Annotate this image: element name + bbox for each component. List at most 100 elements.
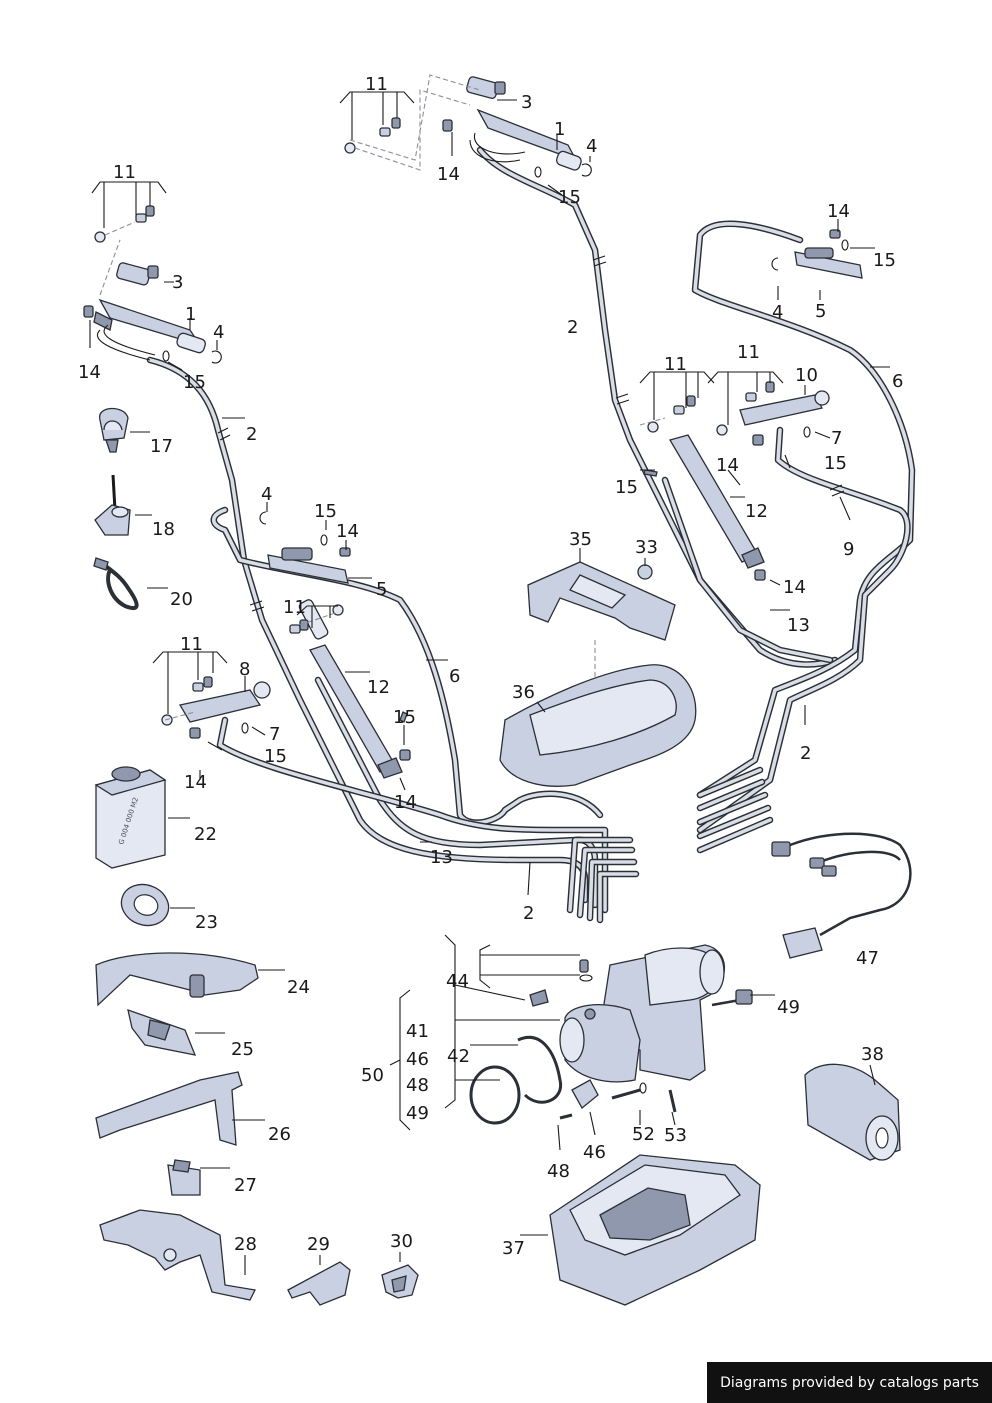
callout-13: 13 [787,615,810,636]
callout-7: 7 [269,724,280,745]
callout-15: 15 [824,453,847,474]
callout-14: 14 [78,362,101,383]
callout-20: 20 [170,589,193,610]
callout-24: 24 [287,977,310,998]
callout-44: 44 [446,971,469,992]
clip-27 [167,1159,201,1196]
callout-14: 14 [184,772,207,793]
pipe-bundle-left [566,836,640,924]
callout-14: 14 [716,455,739,476]
callout-47: 47 [856,948,879,969]
callout-30: 30 [390,1231,413,1252]
callout-11: 11 [180,634,203,655]
callout-25: 25 [231,1039,254,1060]
bracket-18 [94,474,131,536]
callout-48: 48 [547,1161,570,1182]
actuator-1-left [93,298,206,361]
callout-7: 7 [831,428,842,449]
callout-4: 4 [772,302,783,323]
bracket-28 [99,1209,256,1301]
callout-3: 3 [521,92,532,113]
valve-3-top [466,76,506,99]
callout-14: 14 [336,521,359,542]
callout-numbers: 11 3 1 4 14 15 2 11 3 1 4 14 15 2 17 18 … [78,74,903,1259]
callout-14: 14 [827,201,850,222]
callout-6: 6 [449,666,460,687]
assembly-guides [99,74,666,721]
valve-8 [178,681,271,723]
callout-29: 29 [307,1234,330,1255]
callout-9: 9 [843,539,854,560]
callout-23: 23 [195,912,218,933]
bracket-35 [527,561,676,641]
pump-motor-unit [469,944,753,1125]
callout-41: 41 [406,1021,429,1042]
clip-29 [287,1261,351,1306]
callout-13: 13 [430,847,453,868]
callout-8: 8 [239,659,250,680]
callout-15: 15 [183,372,206,393]
callout-52: 52 [632,1124,655,1145]
cylinder-12-right [669,434,765,569]
callout-11: 11 [283,597,306,618]
callout-38: 38 [861,1044,884,1065]
small-hardware [83,117,849,761]
callout-26: 26 [268,1124,291,1145]
actuator-1-top [469,108,582,171]
callout-2: 2 [567,317,578,338]
bracket-26 [95,1071,243,1146]
callout-18: 18 [152,519,175,540]
callout-6: 6 [892,371,903,392]
callout-14: 14 [437,164,460,185]
callout-15: 15 [314,501,337,522]
fluid-container-22: G 004 000 M2 [94,766,167,869]
callout-53: 53 [664,1125,687,1146]
nut-33 [637,564,653,580]
callout-11: 11 [113,162,136,183]
housing-37 [549,1154,761,1306]
callout-48: 48 [406,1075,429,1096]
callout-37: 37 [502,1238,525,1259]
actuator-5-left [267,547,349,584]
callout-33: 33 [635,537,658,558]
sleeve-38 [804,1063,901,1161]
footer-credit: Diagrams provided by catalogs parts [707,1362,992,1403]
callout-22: 22 [194,824,217,845]
bracket-25 [127,1008,197,1056]
actuator-5-right [794,247,863,279]
clamp-17 [99,407,129,453]
pipe-break-marks [217,255,845,612]
pipe-lines [146,146,916,924]
callout-14: 14 [394,792,417,813]
callout-5: 5 [815,301,826,322]
callout-11: 11 [664,354,687,375]
clip-30 [381,1264,419,1299]
callout-1: 1 [185,304,196,325]
callout-12: 12 [367,677,390,698]
pipe-bundle-right [696,766,774,854]
callout-2: 2 [800,743,811,764]
callout-15: 15 [615,477,638,498]
callout-15: 15 [264,746,287,767]
insulation-mat-36 [499,664,697,787]
callout-46: 46 [583,1142,606,1163]
callout-17: 17 [150,436,173,457]
callout-27: 27 [234,1175,257,1196]
callout-11: 11 [365,74,388,95]
callout-10: 10 [795,365,818,386]
callout-1: 1 [554,119,565,140]
callout-28: 28 [234,1234,257,1255]
callout-46: 46 [406,1049,429,1070]
footer-text: Diagrams provided by catalogs parts [720,1374,979,1391]
callout-42: 42 [447,1046,470,1067]
callout-49: 49 [777,997,800,1018]
callout-15: 15 [393,707,416,728]
callout-35: 35 [569,529,592,550]
cable-tie-20 [93,557,139,611]
callout-50: 50 [361,1065,384,1086]
harness-47 [771,832,912,959]
tape-roll-23 [120,883,170,927]
callout-2: 2 [246,424,257,445]
callout-4: 4 [586,136,597,157]
